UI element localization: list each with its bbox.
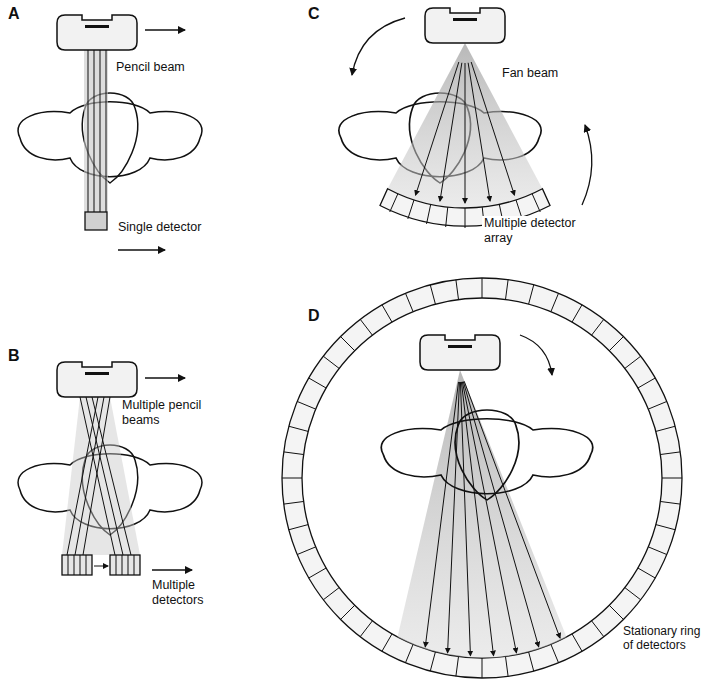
stroke bbox=[289, 525, 308, 530]
stroke bbox=[662, 478, 682, 479]
stroke bbox=[648, 401, 666, 409]
stroke bbox=[656, 426, 675, 431]
stroke bbox=[638, 378, 655, 388]
stroke bbox=[289, 426, 308, 431]
panel-letter: A bbox=[6, 4, 22, 23]
part-label: Multiple detectors bbox=[150, 578, 232, 608]
stroke bbox=[67, 397, 98, 555]
stroke bbox=[551, 293, 559, 311]
stroke bbox=[309, 378, 326, 388]
stroke bbox=[592, 319, 604, 335]
stroke bbox=[462, 382, 516, 653]
stroke bbox=[68, 555, 69, 575]
stroke bbox=[482, 658, 483, 678]
stroke bbox=[460, 382, 470, 656]
stroke bbox=[405, 293, 413, 311]
stroke bbox=[430, 652, 435, 671]
part-label: Multiple detector array bbox=[482, 216, 604, 246]
stroke bbox=[360, 621, 372, 637]
stroke bbox=[74, 555, 75, 575]
stroke bbox=[660, 452, 680, 455]
stroke bbox=[80, 555, 81, 575]
stroke bbox=[128, 555, 129, 575]
stroke bbox=[465, 208, 466, 228]
stroke bbox=[465, 63, 466, 203]
stroke bbox=[341, 337, 355, 351]
part-label: Multiple pencil beams bbox=[120, 398, 216, 428]
stroke bbox=[86, 555, 87, 575]
stroke bbox=[648, 547, 666, 555]
stroke bbox=[609, 605, 623, 619]
stroke bbox=[297, 547, 315, 555]
panel-d bbox=[282, 278, 682, 678]
stroke bbox=[529, 652, 534, 671]
stroke bbox=[440, 63, 462, 201]
stroke bbox=[134, 555, 135, 575]
stroke bbox=[660, 501, 680, 504]
stroke bbox=[323, 588, 339, 600]
stroke bbox=[505, 280, 508, 300]
stroke bbox=[456, 280, 459, 300]
part-label: Pencil beam bbox=[114, 60, 187, 75]
stroke bbox=[122, 555, 123, 575]
part-label: Fan beam bbox=[500, 66, 560, 81]
stroke bbox=[405, 644, 413, 662]
part-label: Single detector bbox=[116, 220, 203, 235]
stroke bbox=[75, 397, 104, 555]
stroke bbox=[471, 62, 514, 195]
stroke bbox=[468, 63, 490, 201]
part-label: Stationary ring of detectors bbox=[621, 624, 713, 653]
stroke bbox=[572, 634, 582, 651]
stroke bbox=[425, 382, 458, 647]
panel-letter: B bbox=[6, 346, 22, 365]
stroke bbox=[86, 397, 123, 555]
stroke bbox=[482, 278, 483, 298]
stroke bbox=[382, 305, 392, 322]
stroke bbox=[446, 207, 448, 227]
stroke bbox=[282, 478, 302, 479]
stroke bbox=[116, 555, 117, 575]
stroke bbox=[341, 605, 355, 619]
stroke bbox=[284, 452, 304, 455]
stroke bbox=[297, 401, 315, 409]
panel-letter: C bbox=[306, 4, 322, 23]
stroke bbox=[360, 319, 372, 335]
stroke bbox=[592, 621, 604, 637]
stroke bbox=[427, 204, 431, 224]
stroke bbox=[625, 588, 641, 600]
stroke bbox=[463, 382, 538, 647]
stroke bbox=[461, 382, 493, 656]
stroke bbox=[284, 501, 304, 504]
stroke bbox=[83, 397, 110, 555]
stroke bbox=[408, 200, 414, 219]
panel-a bbox=[18, 15, 202, 250]
panel-b bbox=[18, 362, 202, 575]
detector-group bbox=[62, 555, 92, 575]
detector-group bbox=[110, 555, 140, 575]
stroke bbox=[572, 305, 582, 322]
stroke bbox=[656, 525, 675, 530]
stroke bbox=[529, 285, 534, 304]
stroke bbox=[309, 568, 326, 578]
stroke bbox=[505, 656, 508, 676]
stroke bbox=[430, 285, 435, 304]
stroke bbox=[638, 568, 655, 578]
panel-letter: D bbox=[306, 306, 322, 325]
stroke bbox=[609, 337, 623, 351]
stroke bbox=[532, 194, 540, 212]
stroke bbox=[416, 62, 459, 195]
stroke bbox=[390, 194, 398, 212]
stroke bbox=[456, 656, 459, 676]
stroke bbox=[323, 356, 339, 368]
stroke bbox=[625, 356, 641, 368]
stroke bbox=[382, 634, 392, 651]
stroke bbox=[464, 381, 560, 638]
stroke bbox=[551, 644, 559, 662]
panel-c bbox=[339, 8, 592, 228]
